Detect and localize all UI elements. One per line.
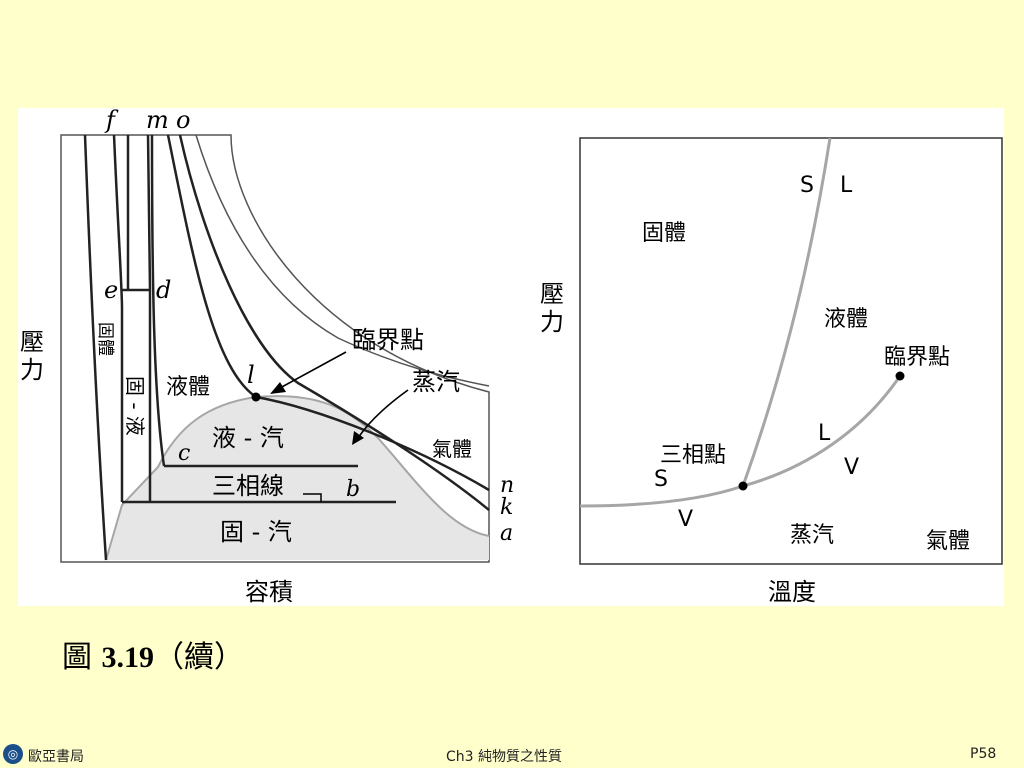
pt-critical-point: 臨界點 [884, 345, 950, 370]
letter-s2: S [654, 467, 668, 492]
annotation-vapor: 蒸汽 [412, 368, 460, 396]
annotation-critical-point: 臨界點 [352, 326, 424, 354]
publisher-logo-icon: ◎ [3, 744, 23, 764]
figure-caption: 圖 3.19（續） [62, 632, 244, 676]
critical-point-marker [251, 392, 261, 402]
critical-point-arrow [279, 351, 347, 389]
region-triple-line: 三相線 [212, 472, 284, 500]
curve-liquid-c [150, 134, 166, 467]
pv-x-axis-label: 容積 [245, 578, 293, 606]
pt-diagram: S L L V S V 固體 液體 臨界點 三相點 蒸汽 氣體 壓 力 溫度 [540, 137, 1003, 606]
label-n: n [500, 473, 514, 498]
figure-panel: f m o e d l c b n k a 固體 固 - 液 液體 液 - 汽 … [18, 108, 1004, 606]
curve-m2 [146, 134, 152, 502]
letter-v1: V [844, 455, 859, 480]
pv-diagram: f m o e d l c b n k a 固體 固 - 液 液體 液 - 汽 … [20, 108, 514, 606]
phase-diagrams: f m o e d l c b n k a 固體 固 - 液 液體 液 - 汽 … [20, 108, 1003, 606]
triple-point-marker [738, 481, 748, 491]
curve-k [178, 134, 490, 511]
critical-point-marker-pt [895, 371, 905, 381]
saturation-dome [105, 395, 490, 561]
caption-number: 3.19 [101, 641, 155, 674]
label-l: l [247, 361, 255, 389]
pt-region-liquid: 液體 [824, 307, 868, 332]
label-f: f [104, 108, 119, 134]
pt-region-vapor: 蒸汽 [790, 523, 834, 548]
label-k: k [500, 495, 513, 520]
letter-l1: L [840, 173, 853, 198]
region-liquid: 液體 [166, 375, 210, 400]
label-a: a [500, 521, 513, 546]
triple-line-bracket [303, 493, 322, 502]
pt-triple-point: 三相點 [660, 443, 726, 468]
curve-upper [195, 134, 490, 387]
vapor-arrow [357, 389, 409, 439]
pv-y-axis-char1: 壓 [20, 328, 44, 356]
label-m: m [146, 108, 169, 134]
caption-prefix: 圖 [62, 640, 102, 675]
label-o: o [176, 108, 190, 134]
footer-page: P58 [970, 746, 997, 762]
label-c: c [178, 441, 190, 466]
footer-chapter: Ch3 純物質之性質 [446, 749, 563, 765]
pt-y-axis-char1: 壓 [540, 280, 564, 308]
fusion-curve [741, 137, 832, 487]
letter-v2: V [678, 507, 693, 532]
footer-publisher: 歐亞書局 [28, 749, 84, 765]
pt-y-axis-char2: 力 [540, 308, 564, 336]
pt-x-axis-label: 溫度 [768, 578, 816, 606]
caption-suffix: （續） [154, 640, 245, 675]
curve-f [83, 134, 108, 561]
pt-frame [579, 137, 1003, 565]
region-solid: 固體 [95, 322, 115, 356]
region-gas: 氣體 [432, 437, 472, 461]
region-solid-vapor: 固 - 汽 [220, 518, 292, 546]
label-e: e [104, 276, 118, 304]
pv-y-axis-char2: 力 [20, 356, 44, 384]
two-phase-region-shading [106, 396, 489, 560]
region-solid-liquid: 固 - 液 [123, 376, 147, 436]
letter-l2: L [818, 421, 831, 446]
letter-s1: S [800, 173, 814, 198]
label-d: d [156, 276, 171, 304]
pt-region-gas: 氣體 [926, 529, 970, 554]
label-b: b [346, 477, 360, 502]
curve-solid-boundary [112, 134, 124, 502]
region-liquid-vapor: 液 - 汽 [212, 424, 284, 452]
pt-region-solid: 固體 [642, 221, 686, 246]
